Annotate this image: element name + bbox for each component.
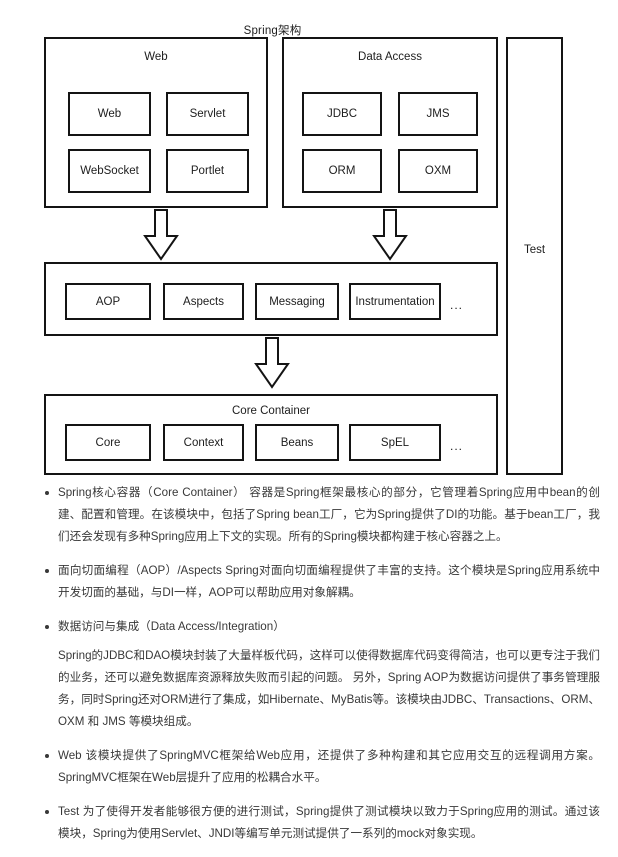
note-data-access-integration-text: 数据访问与集成（Data Access/Integration）: [58, 620, 285, 633]
note-core-container: Spring核心容器（Core Container） 容器是Spring框架最核…: [0, 482, 618, 548]
panel-core-container: Core Container Core Context Beans SpEL .…: [44, 394, 498, 475]
panel-data-access-title: Data Access: [358, 51, 422, 63]
diagram-title: Spring架构: [243, 25, 302, 37]
cell-messaging: Messaging: [255, 283, 339, 320]
note-test: Test 为了使得开发者能够很方便的进行测试，Spring提供了测试模块以致力于…: [0, 801, 618, 845]
cell-web-portlet: Portlet: [166, 149, 249, 193]
cell-context: Context: [163, 424, 244, 461]
bullet-icon: [45, 754, 49, 758]
arrow-down-icon: [254, 337, 290, 389]
notes-list: Spring核心容器（Core Container） 容器是Spring框架最核…: [0, 482, 618, 857]
bullet-icon: [45, 625, 49, 629]
panel-data-access: Data Access JDBC JMS ORM OXM: [282, 37, 498, 208]
note-data-access-integration-subtext: Spring的JDBC和DAO模块封装了大量样板代码，这样可以使得数据库代码变得…: [58, 649, 600, 728]
arrow-aop-to-core: [252, 337, 292, 389]
bullet-icon: [45, 810, 49, 814]
panel-aop-row: AOP Aspects Messaging Instrumentation ..…: [44, 262, 498, 336]
panel-web-title: Web: [144, 51, 168, 63]
cell-instrumentation: Instrumentation: [349, 283, 441, 320]
arrow-down-icon: [372, 209, 408, 261]
arrow-web-to-aop: [141, 209, 181, 261]
cell-core: Core: [65, 424, 151, 461]
panel-test-title: Test: [523, 244, 546, 256]
spring-architecture-diagram: Spring架构 Web Web Servlet WebSocket Portl…: [44, 25, 563, 475]
note-web: Web 该模块提供了SpringMVC框架给Web应用，还提供了多种构建和其它应…: [0, 745, 618, 789]
panel-test: Test: [506, 37, 563, 475]
arrow-down-icon: [143, 209, 179, 261]
bullet-icon: [45, 569, 49, 573]
cell-web-servlet: Servlet: [166, 92, 249, 136]
cell-aspects: Aspects: [163, 283, 244, 320]
cell-data-access-jdbc: JDBC: [302, 92, 382, 136]
cell-data-access-oxm: OXM: [398, 149, 478, 193]
core-container-ellipsis: ...: [450, 439, 464, 453]
bullet-icon: [45, 491, 49, 495]
cell-spel: SpEL: [349, 424, 441, 461]
cell-web-websocket: WebSocket: [68, 149, 151, 193]
note-core-container-text: Spring核心容器（Core Container） 容器是Spring框架最核…: [58, 486, 600, 543]
note-data-access-integration: 数据访问与集成（Data Access/Integration） Spring的…: [0, 616, 618, 733]
note-test-text: Test 为了使得开发者能够很方便的进行测试，Spring提供了测试模块以致力于…: [58, 805, 600, 840]
panel-core-container-title: Core Container: [232, 405, 310, 417]
panel-web: Web Web Servlet WebSocket Portlet: [44, 37, 268, 208]
cell-web-web: Web: [68, 92, 151, 136]
cell-data-access-jms: JMS: [398, 92, 478, 136]
cell-aop: AOP: [65, 283, 151, 320]
cell-beans: Beans: [255, 424, 339, 461]
note-web-text: Web 该模块提供了SpringMVC框架给Web应用，还提供了多种构建和其它应…: [58, 749, 600, 784]
note-aop-aspects-text: 面向切面编程（AOP）/Aspects Spring对面向切面编程提供了丰富的支…: [58, 564, 600, 599]
note-aop-aspects: 面向切面编程（AOP）/Aspects Spring对面向切面编程提供了丰富的支…: [0, 560, 618, 604]
cell-data-access-orm: ORM: [302, 149, 382, 193]
aop-row-ellipsis: ...: [450, 298, 464, 312]
arrow-data-access-to-aop: [370, 209, 410, 261]
